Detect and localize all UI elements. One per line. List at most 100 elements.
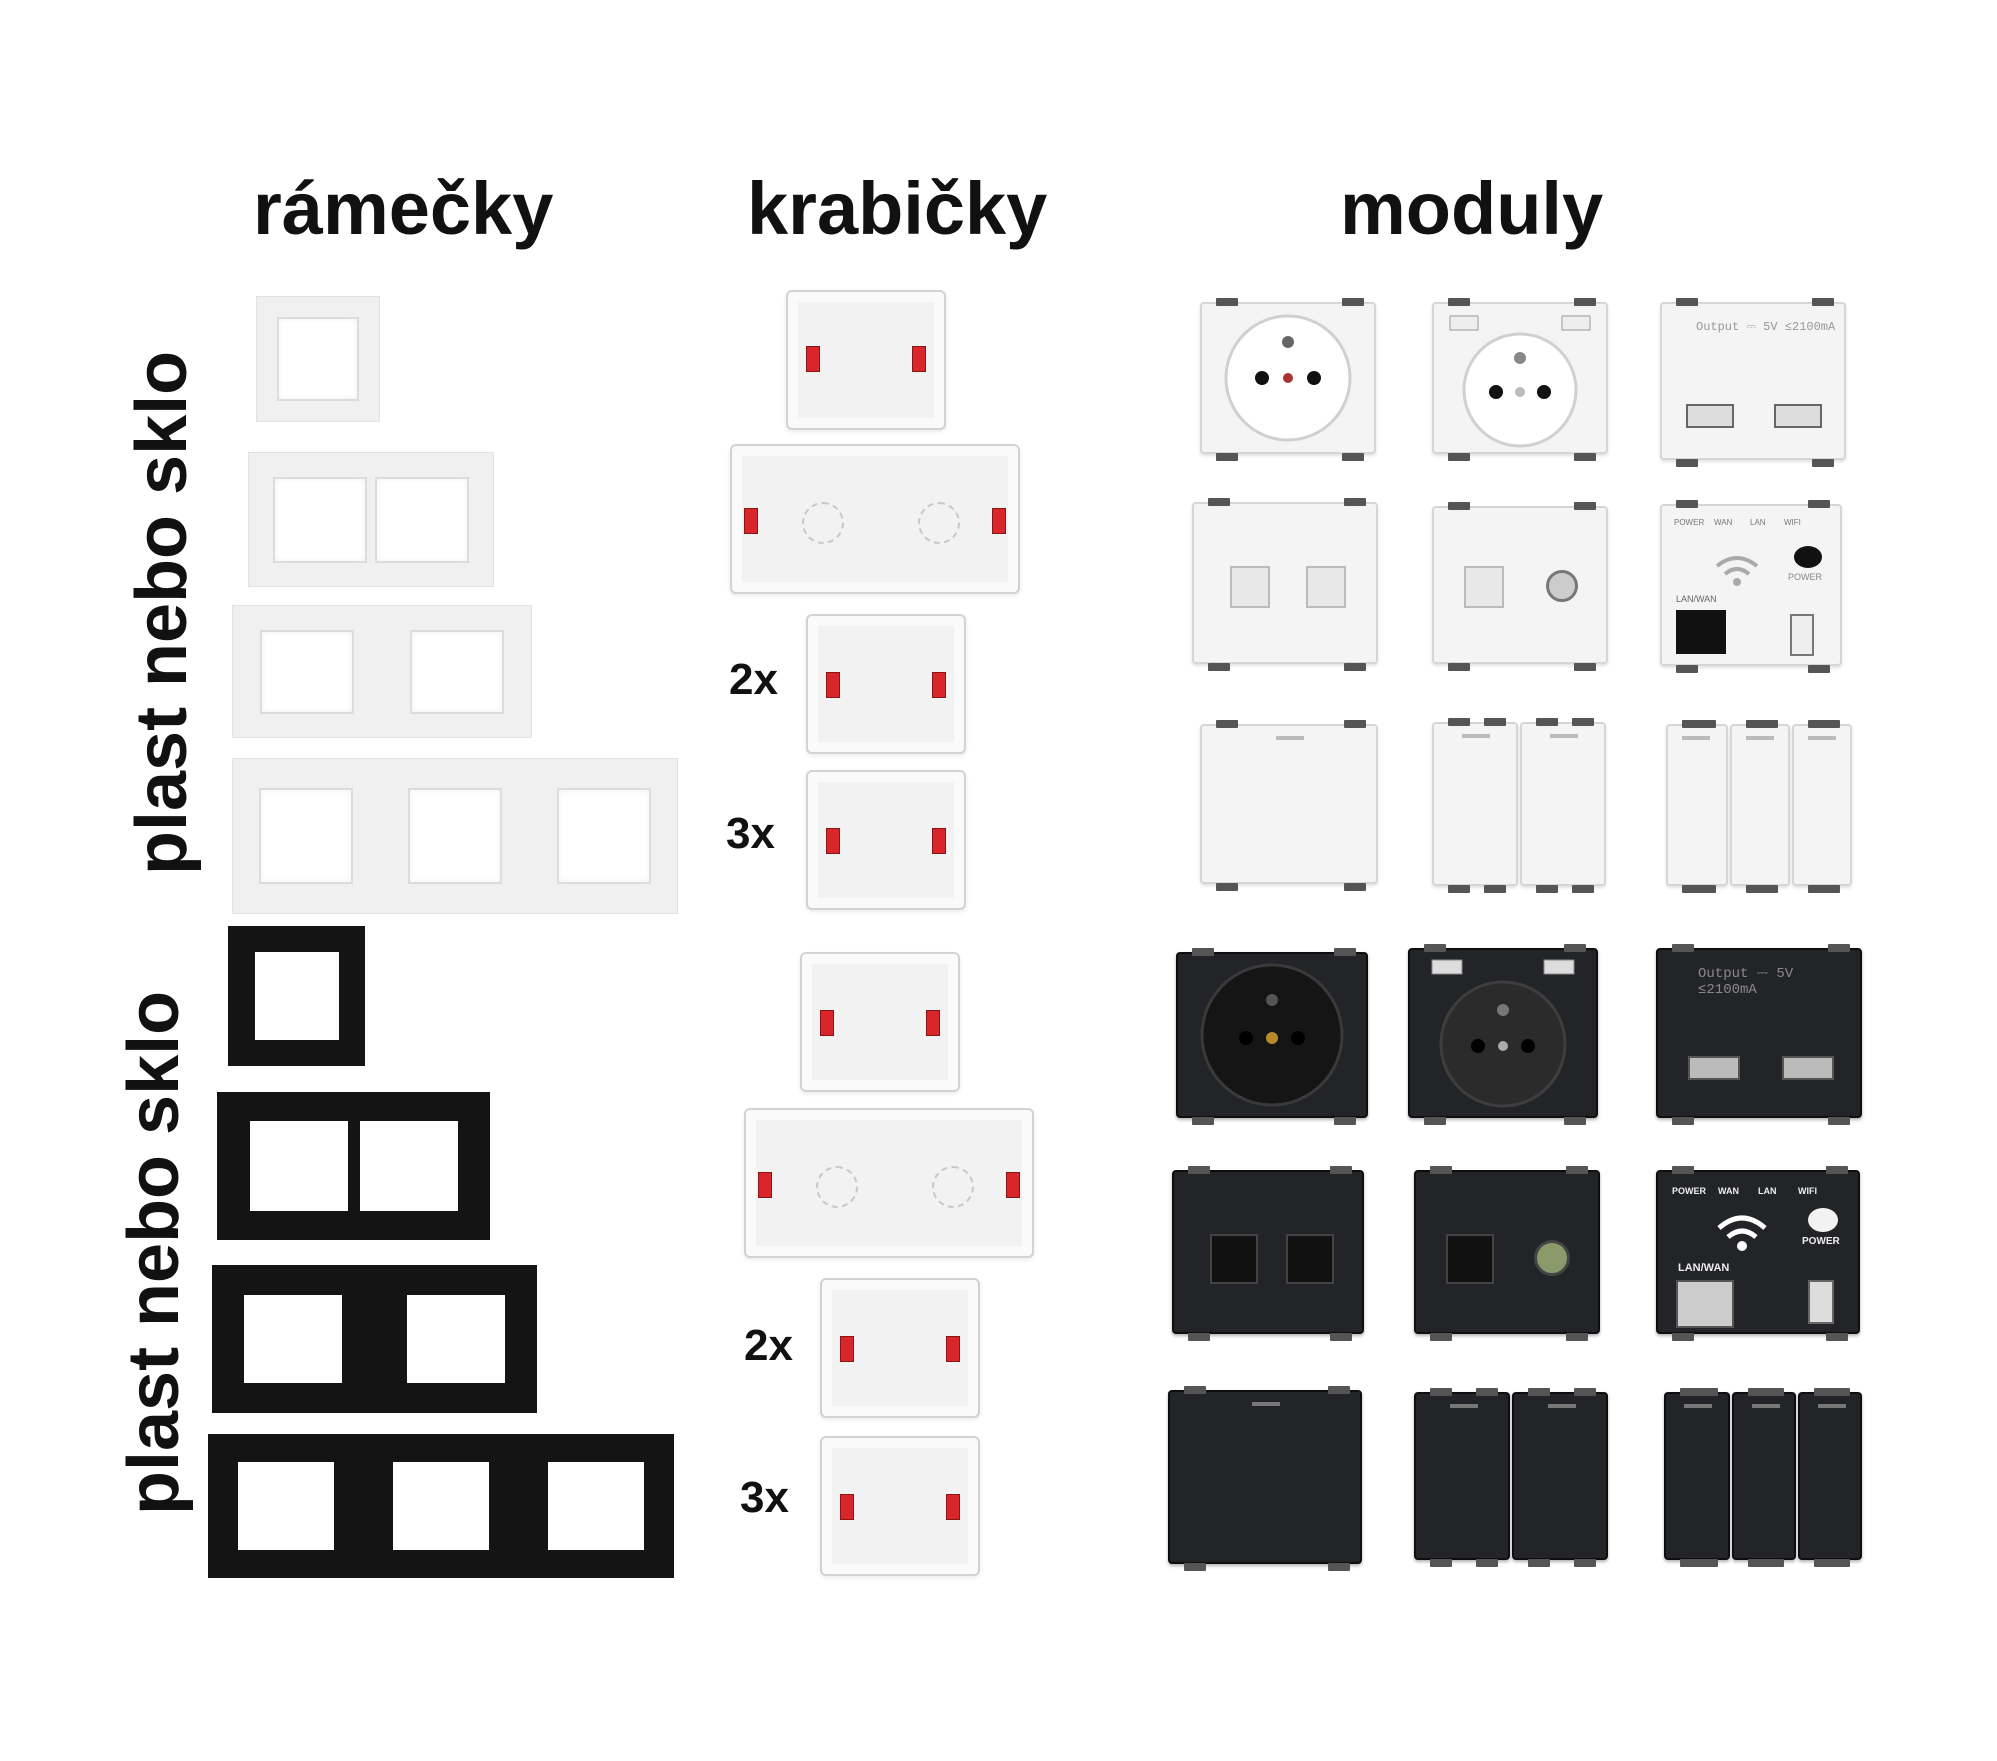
- mounting-clip: [1826, 1166, 1848, 1174]
- module-white-wifi: POWER WAN LAN WIFI POWER LAN/WAN: [1660, 500, 1842, 673]
- mounting-clip: [1748, 1388, 1770, 1396]
- mounting-clip: [1528, 1559, 1550, 1567]
- knockout-circle: [802, 502, 844, 544]
- mounting-clip: [1476, 1559, 1498, 1567]
- box-clamp: [806, 346, 820, 372]
- box-clamp: [932, 828, 946, 854]
- mounting-clip: [1424, 944, 1446, 952]
- module-white-switch-double-right: [1520, 718, 1606, 893]
- module-white-switch-triple-1: [1666, 720, 1728, 893]
- mounting-clip: [1826, 1333, 1848, 1341]
- module-black-switch-triple-1: [1664, 1388, 1730, 1567]
- module-white-socket: [1200, 298, 1376, 461]
- wifi-icon: [1715, 556, 1759, 586]
- power-button-icon: [1808, 1208, 1838, 1232]
- power-button-label: POWER: [1788, 572, 1823, 582]
- mounting-clip: [1216, 298, 1238, 306]
- usb-port-icon: [1686, 404, 1734, 428]
- usb-output-text: Output ⎓ 5V ≤2100mA: [1698, 966, 1794, 998]
- mounting-clip: [1682, 885, 1704, 893]
- switch-led: [1550, 734, 1578, 738]
- switch-led: [1548, 1404, 1576, 1408]
- module-white-switch-triple-3: [1792, 720, 1852, 893]
- mounting-clip: [1564, 944, 1586, 952]
- knockout-circle: [918, 502, 960, 544]
- box-white-double: [730, 444, 1020, 594]
- mounting-clip: [1216, 883, 1238, 891]
- switch-led: [1684, 1404, 1712, 1408]
- frame-opening: [392, 1462, 489, 1550]
- module-black-switch-triple-3: [1798, 1388, 1862, 1567]
- mounting-clip: [1216, 453, 1238, 461]
- mounting-clip: [1448, 663, 1470, 671]
- socket-usb-icon: [1449, 315, 1591, 448]
- mounting-clip: [1828, 1559, 1850, 1567]
- mounting-clip: [1676, 459, 1698, 467]
- mounting-clip: [1448, 885, 1470, 893]
- mounting-clip: [1448, 718, 1470, 726]
- frame-black-single: [228, 926, 365, 1066]
- module-black-switch-double-right: [1512, 1388, 1608, 1567]
- frame-opening: [407, 788, 502, 884]
- label-white-material: plast nebo sklo: [122, 350, 202, 875]
- mounting-clip: [1216, 720, 1238, 728]
- usb-port-icon: [1774, 404, 1822, 428]
- mounting-clip: [1430, 1166, 1452, 1174]
- mounting-clip: [1192, 948, 1214, 956]
- mounting-clip: [1330, 1166, 1352, 1174]
- mounting-clip: [1484, 885, 1506, 893]
- mounting-clip: [1572, 718, 1594, 726]
- mounting-clip: [1748, 1559, 1770, 1567]
- mounting-clip: [1828, 1388, 1850, 1396]
- mounting-clip: [1536, 718, 1558, 726]
- multiplier-label: 2x: [729, 655, 778, 704]
- switch-led: [1462, 734, 1490, 738]
- socket-usb-icon: [1431, 959, 1575, 1108]
- rj45-port-icon: [1210, 1234, 1258, 1284]
- box-clamp: [840, 1494, 854, 1520]
- module-black-usb-charger: Output ⎓ 5V ≤2100mA: [1656, 944, 1862, 1125]
- knockout-circle: [932, 1166, 974, 1208]
- mounting-clip: [1676, 500, 1698, 508]
- mounting-clip: [1756, 720, 1778, 728]
- lan-indicator-label: LAN: [1758, 1186, 1777, 1196]
- box-clamp: [946, 1494, 960, 1520]
- mounting-clip: [1808, 500, 1830, 508]
- wan-indicator-label: WAN: [1718, 1186, 1739, 1196]
- mounting-clip: [1828, 1117, 1850, 1125]
- multiplier-label: 2x: [744, 1321, 793, 1370]
- mounting-clip: [1476, 1388, 1498, 1396]
- mounting-clip: [1344, 663, 1366, 671]
- module-white-dual-rj45: [1192, 498, 1378, 671]
- heading-modules: moduly: [1340, 167, 1604, 250]
- mounting-clip: [1808, 665, 1830, 673]
- rj45-port-icon: [1230, 566, 1270, 608]
- frame-opening: [406, 1295, 505, 1383]
- mounting-clip: [1672, 1117, 1694, 1125]
- mounting-clip: [1184, 1563, 1206, 1571]
- mounting-clip: [1680, 1559, 1702, 1567]
- mounting-clip: [1566, 1333, 1588, 1341]
- mounting-clip: [1528, 1388, 1550, 1396]
- mounting-clip: [1536, 885, 1558, 893]
- frame-white-double: [248, 452, 494, 587]
- mounting-clip: [1330, 1333, 1352, 1341]
- mounting-clip: [1430, 1333, 1452, 1341]
- box-clamp: [1006, 1172, 1020, 1198]
- mounting-clip: [1572, 885, 1594, 893]
- module-white-rj45-tv: [1432, 502, 1608, 671]
- mounting-clip: [1342, 298, 1364, 306]
- box-clamp: [820, 1010, 834, 1036]
- mounting-clip: [1672, 1333, 1694, 1341]
- frame-opening: [375, 476, 469, 563]
- rj45-port-icon: [1446, 1234, 1494, 1284]
- mounting-clip: [1328, 1563, 1350, 1571]
- frame-opening: [273, 476, 367, 563]
- frame-opening: [237, 1462, 334, 1550]
- socket-icon: [1200, 963, 1344, 1107]
- mounting-clip: [1694, 720, 1716, 728]
- frame-opening: [254, 952, 339, 1040]
- mounting-clip: [1448, 502, 1470, 510]
- mounting-clip: [1566, 1166, 1588, 1174]
